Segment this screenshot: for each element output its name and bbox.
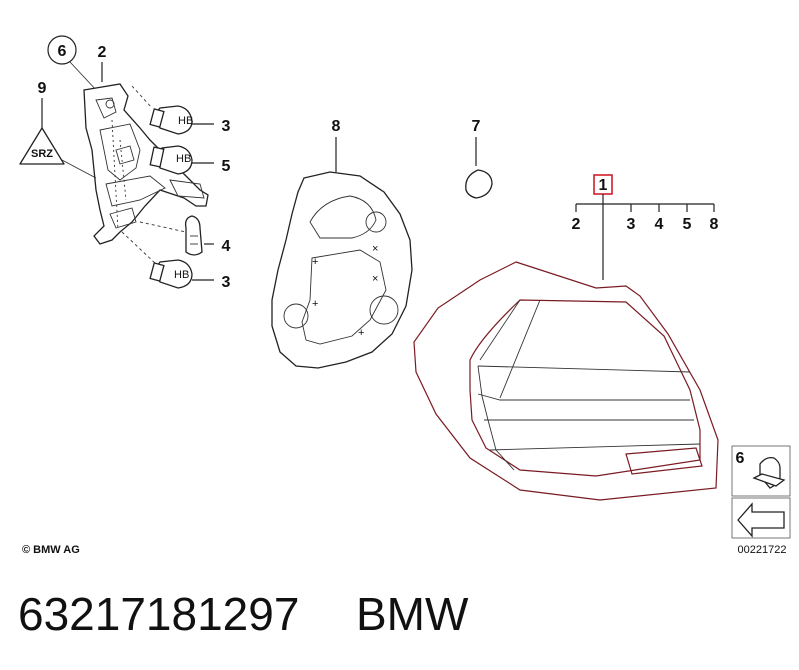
svg-text:×: × (372, 273, 378, 285)
gasket-8: 8 + × + × + (271, 118, 413, 369)
label-3-right: 3 (627, 216, 636, 233)
svg-text:+: + (358, 327, 364, 339)
bulb-carrier: 6 2 HB 3 HB 5 (19, 35, 231, 291)
cap-7: 7 (465, 118, 493, 199)
label-8: 8 (332, 118, 341, 135)
label-4: 4 (222, 238, 231, 255)
taillight-assembly (413, 261, 719, 501)
label-8-right: 8 (710, 216, 719, 233)
brand: BMW (356, 588, 469, 640)
warning-icon-text: SRZ (31, 148, 53, 160)
arrow-icon (737, 502, 785, 538)
bulb-3-bottom: HB (121, 231, 214, 289)
bulb-4 (139, 215, 214, 256)
label-2-right: 2 (572, 216, 581, 233)
svg-text:+: + (312, 256, 318, 268)
label-3-top: 3 (222, 118, 231, 135)
label-6-inset: 6 (736, 450, 745, 467)
svg-text:+: + (312, 298, 318, 310)
inset-clip-nut: 6 00221722 (731, 445, 791, 556)
label-9: 9 (38, 80, 47, 97)
label-2-left: 2 (98, 44, 107, 61)
svg-text:HB: HB (178, 115, 193, 127)
label-1: 1 (599, 177, 608, 194)
bulb-5: HB (149, 145, 214, 175)
label-5: 5 (222, 158, 231, 175)
copyright: © BMW AG (22, 544, 80, 556)
label-4-right: 4 (655, 216, 664, 233)
label-3-bottom: 3 (222, 274, 231, 291)
svg-text:HB: HB (176, 153, 191, 165)
svg-text:HB: HB (174, 269, 189, 281)
bulb-3-top: HB (131, 85, 214, 135)
label-5-right: 5 (683, 216, 692, 233)
diagram-code: 00221722 (738, 544, 787, 556)
label-tree-1: 1 2 3 4 5 8 (572, 174, 719, 280)
label-circle-6 (47, 35, 77, 65)
label-7: 7 (472, 118, 481, 135)
label-6-circled: 6 (58, 43, 67, 60)
svg-text:×: × (372, 243, 378, 255)
part-number: 63217181297 (18, 588, 299, 640)
warning-triangle-icon: SRZ (19, 127, 65, 165)
